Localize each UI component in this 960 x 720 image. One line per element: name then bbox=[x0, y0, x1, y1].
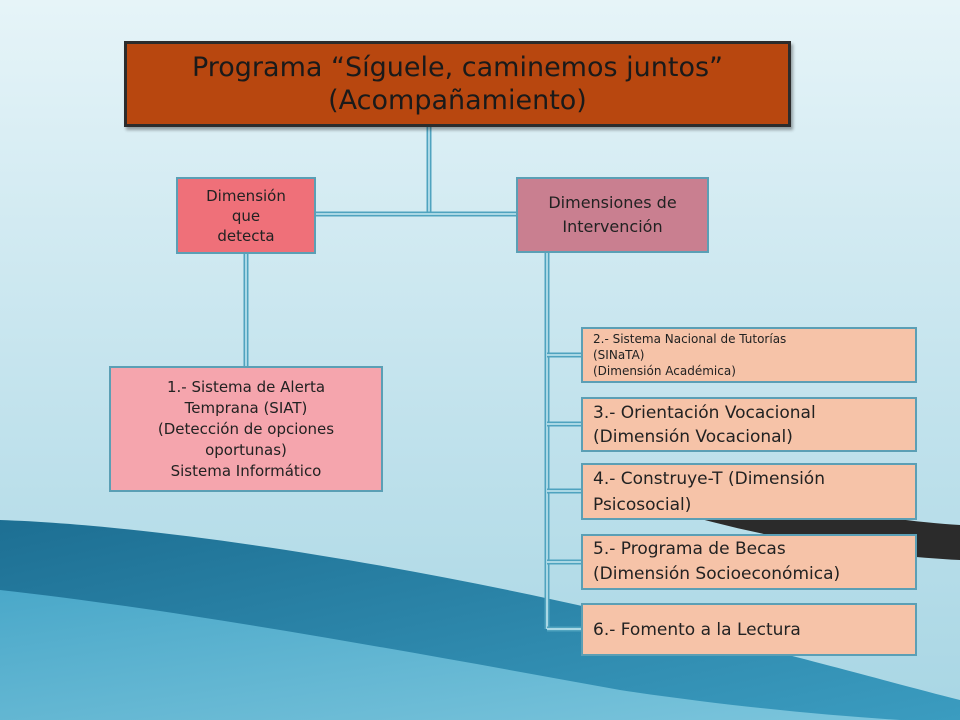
item-orientacion-vocacional: 3.- Orientación Vocacional (Dimensión Vo… bbox=[581, 397, 917, 452]
program-title-box: Programa “Síguele, caminemos juntos” (Ac… bbox=[124, 41, 791, 127]
item-construye-t: 4.- Construye-T (Dimensión Psicosocial) bbox=[581, 463, 917, 520]
siat-box: 1.- Sistema de Alerta Temprana (SIAT) (D… bbox=[109, 366, 383, 492]
item-fomento-lectura: 6.- Fomento a la Lectura bbox=[581, 603, 917, 656]
wave-light bbox=[0, 590, 900, 720]
intervention-dimensions-box: Dimensiones de Intervención bbox=[516, 177, 709, 253]
detecting-dimension-box: Dimensión que detecta bbox=[176, 177, 316, 254]
item-programa-becas: 5.- Programa de Becas (Dimensión Socioec… bbox=[581, 534, 917, 590]
item-sinata: 2.- Sistema Nacional de Tutorías (SINaTA… bbox=[581, 327, 917, 383]
